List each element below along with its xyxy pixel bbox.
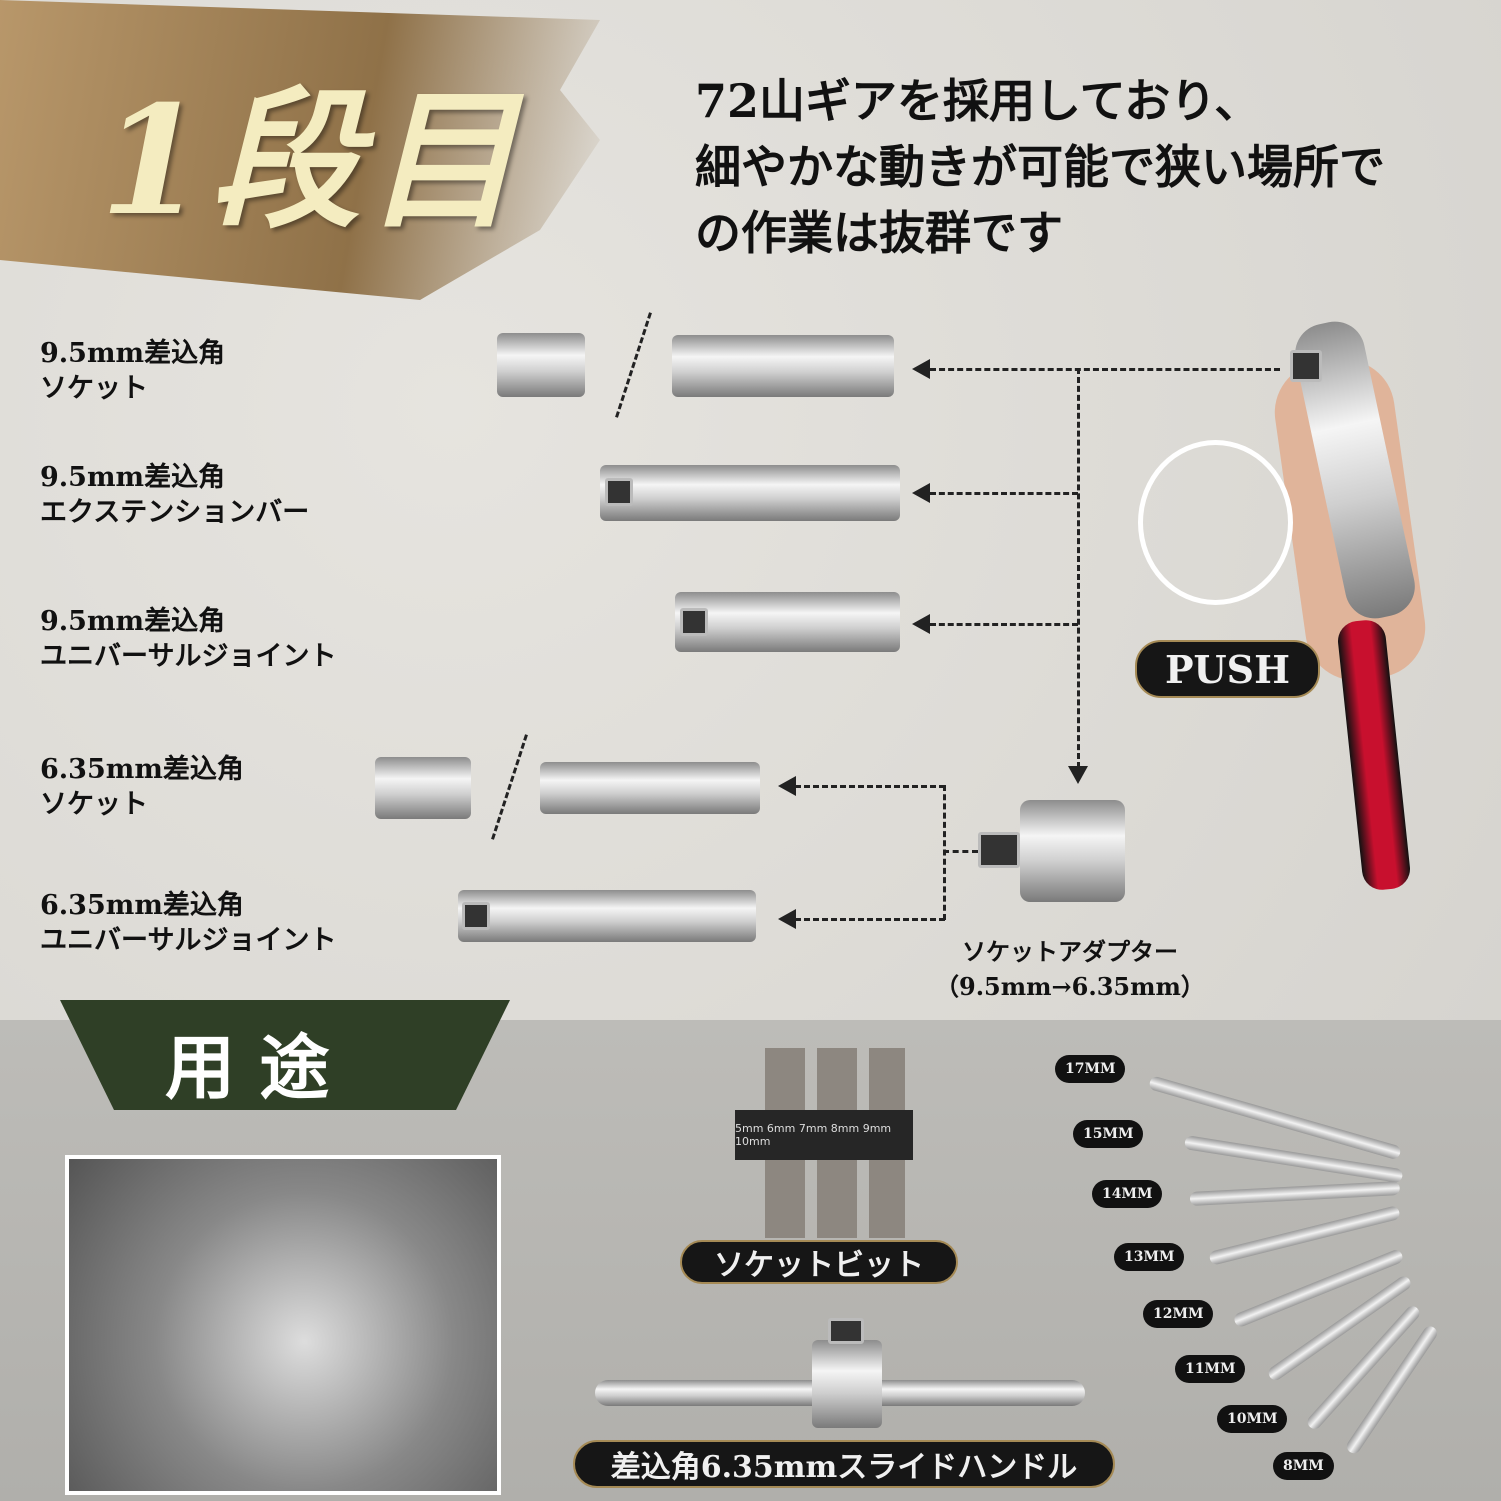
gold-brush-stroke (0, 0, 600, 300)
deep-socket-95 (672, 335, 894, 397)
arrow-left-icon (912, 614, 930, 634)
wrench-size-label: 15MM (1073, 1120, 1144, 1148)
universal-joint-635 (458, 890, 756, 942)
wrench-size-label: 17MM (1055, 1055, 1126, 1083)
extension-bar-95 (600, 465, 900, 521)
universal-joint-95 (675, 592, 900, 652)
label-line: ユニバーサルジョイント (40, 641, 337, 672)
label-line: エクステンションバー (40, 497, 310, 528)
label-line: （9.5mm→6.35mm） (935, 972, 1205, 1001)
adapter-label: ソケットアダプター （9.5mm→6.35mm） (935, 934, 1205, 1004)
description-line: の作業は抜群です (695, 206, 1063, 260)
deep-socket-635 (540, 762, 760, 814)
label-line: ソケットアダプター (961, 937, 1178, 966)
socket-bit-label: ソケットビット (680, 1240, 958, 1284)
label-line: ソケット (40, 789, 148, 820)
square-drive (680, 608, 708, 636)
square-drive (978, 832, 1020, 868)
usage-photo (65, 1155, 501, 1495)
label-line: ソケット (40, 373, 148, 404)
dashed-line (795, 918, 945, 921)
label-line: 9.5mm差込角 (40, 338, 226, 369)
wrench-size-label: 12MM (1143, 1300, 1214, 1328)
part-label-635-socket: 6.35mm差込角ソケット (40, 752, 244, 822)
square-drive (605, 478, 633, 506)
dashed-line (943, 850, 978, 853)
dashed-line (795, 785, 945, 788)
square-drive (828, 1318, 864, 1344)
short-socket-635 (375, 757, 471, 819)
push-badge: PUSH (1135, 640, 1320, 698)
label-line: 6.35mm差込角 (40, 890, 244, 921)
wrench-size-label: 10MM (1217, 1405, 1288, 1433)
slide-handle-head (812, 1340, 882, 1428)
part-label-95-extension: 9.5mm差込角エクステンションバー (40, 460, 309, 530)
wrench-size-label: 8MM (1273, 1452, 1334, 1480)
usage-banner (60, 1000, 510, 1110)
arrow-left-icon (912, 483, 930, 503)
label-line: ユニバーサルジョイント (40, 925, 337, 956)
wrench-size-label: 14MM (1092, 1180, 1163, 1208)
description-line: 細やかな動きが可能で狭い場所で (695, 140, 1385, 194)
part-label-95-joint: 9.5mm差込角ユニバーサルジョイント (40, 604, 336, 674)
label-line: 9.5mm差込角 (40, 606, 226, 637)
square-drive (462, 902, 490, 930)
label-line: 6.35mm差込角 (40, 754, 244, 785)
label-line: 9.5mm差込角 (40, 462, 226, 493)
square-drive (1290, 350, 1322, 382)
dashed-line (930, 368, 1280, 371)
arrow-down-icon (1068, 766, 1088, 784)
dashed-line (930, 492, 1078, 495)
usage-title: 用 途 (165, 1026, 330, 1109)
socket-adapter (1020, 800, 1125, 902)
bit-holder: 5mm 6mm 7mm 8mm 9mm 10mm (735, 1110, 913, 1160)
part-label-635-joint: 6.35mm差込角ユニバーサルジョイント (40, 888, 336, 958)
dashed-line (930, 623, 1078, 626)
arrow-left-icon (778, 909, 796, 929)
section-title: 1段目 (100, 73, 523, 249)
description: 72山ギアを採用しており、 細やかな動きが可能で狭い場所で の作業は抜群です (695, 68, 1385, 266)
short-socket-95 (497, 333, 585, 397)
wrench-size-label: 13MM (1114, 1243, 1185, 1271)
wrench-size-label: 11MM (1175, 1355, 1246, 1383)
slide-handle-label: 差込角6.35mmスライドハンドル (573, 1440, 1115, 1488)
dashed-line (1077, 368, 1080, 768)
arrow-left-icon (912, 359, 930, 379)
part-label-95-socket: 9.5mm差込角ソケット (40, 336, 225, 406)
push-button-closeup (1138, 440, 1293, 605)
arrow-left-icon (778, 776, 796, 796)
description-line: 72山ギアを採用しており、 (695, 74, 1261, 128)
